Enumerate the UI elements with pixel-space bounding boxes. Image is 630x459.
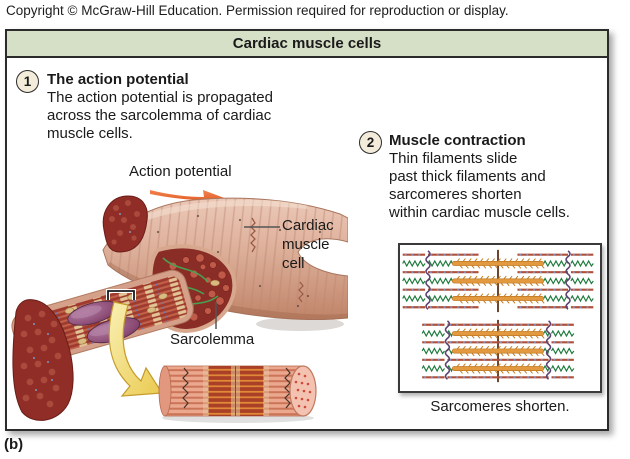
sarcomere-box (398, 243, 602, 393)
torn-cell-end-top (102, 195, 148, 253)
panel-header: Cardiac muscle cells (5, 29, 609, 58)
step-2-number: 2 (366, 135, 375, 150)
step-2-marker: 2 (359, 131, 382, 154)
cardiac-muscle-cell-label: Cardiac muscle cell (282, 217, 334, 272)
panel-title: Cardiac muscle cells (232, 35, 382, 52)
myofibril-cylinder (158, 365, 317, 423)
tissue-illustration (11, 195, 348, 423)
tissue-shadow (256, 317, 344, 331)
step-1-marker: 1 (16, 70, 39, 93)
intercalated-disc (298, 281, 304, 303)
sarcomere-contracted (421, 319, 575, 383)
sarcolemma-label: Sarcolemma (170, 331, 255, 348)
step-2-line: within cardiac muscle cells. (389, 204, 570, 221)
sarcomeres-caption: Sarcomeres shorten. (430, 398, 570, 415)
step-2-text: Thin filaments slide past thick filament… (389, 150, 570, 222)
intercalated-disc (250, 217, 256, 253)
action-potential-label: Action potential (129, 163, 232, 180)
step-2-line: past thick filaments and (389, 168, 546, 185)
step-1-line: muscle cells. (47, 125, 133, 142)
zoom-arrow-icon (108, 301, 164, 397)
step-2-line: sarcomeres shorten (389, 186, 522, 203)
step-1-heading: The action potential (47, 71, 189, 88)
sarcomere-relaxed (402, 249, 594, 313)
copyright-text: Copyright © McGraw-Hill Education. Permi… (6, 3, 509, 18)
step-2-heading: Muscle contraction (389, 132, 526, 149)
step-1-text: The action potential is propagated acros… (47, 89, 273, 143)
sarcomere-diagram (402, 249, 594, 383)
step-2-line: Thin filaments slide (389, 150, 518, 167)
step-1-number: 1 (23, 74, 32, 89)
figure-tag: (b) (4, 436, 24, 453)
step-1-line: The action potential is propagated (47, 89, 273, 106)
torn-cell-end-bottom (12, 299, 74, 421)
sarcomere-bracket (106, 289, 136, 300)
step-1-line: across the sarcolemma of cardiac (47, 107, 272, 124)
